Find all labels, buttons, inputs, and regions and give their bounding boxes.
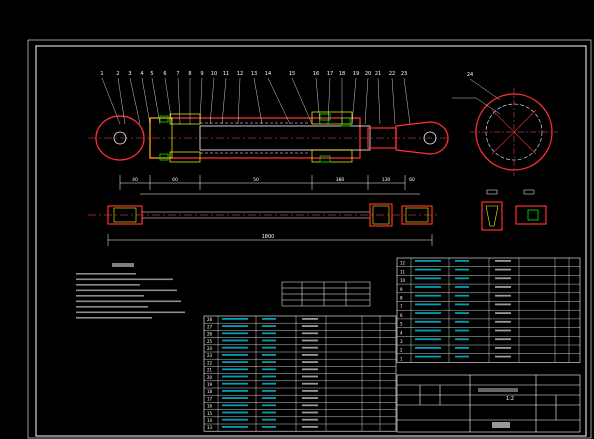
bom-row-23: 23 <box>207 353 213 358</box>
dim-top-4: 130 <box>382 177 391 183</box>
rod-detail-view: 1800 <box>88 203 440 246</box>
bom-row-1: 1 <box>400 356 403 361</box>
balloon-14: 14 <box>265 71 271 77</box>
bom-row-28: 28 <box>207 317 213 322</box>
balloon-17: 17 <box>327 71 333 77</box>
piston-rod <box>199 125 371 151</box>
balloon-5: 5 <box>150 71 153 77</box>
balloon-19: 19 <box>353 71 359 77</box>
bom-row-24: 24 <box>207 346 213 351</box>
bom-table-right: 12 11 10 9 8 7 6 5 4 3 2 1 <box>396 257 581 363</box>
bom-row-19: 19 <box>207 382 213 387</box>
bom-row-5: 5 <box>400 322 403 327</box>
bom-row-15: 15 <box>207 411 213 416</box>
bom-row-6: 6 <box>400 313 403 318</box>
balloon-8: 8 <box>188 71 191 77</box>
balloon-9: 9 <box>200 71 203 77</box>
title-block <box>396 374 581 433</box>
balloon-3: 3 <box>128 71 131 77</box>
bom-row-3: 3 <box>400 339 403 344</box>
sheet-frame <box>27 39 592 439</box>
title-block-scale: 1:2 <box>506 396 514 402</box>
balloon-4: 4 <box>140 71 143 77</box>
spec-table <box>281 281 371 307</box>
bom-row-4: 4 <box>400 330 403 335</box>
left-pin-hole <box>113 131 127 145</box>
right-clevis <box>395 121 449 155</box>
dim-top-3: 380 <box>336 177 345 183</box>
dimension-lines <box>119 175 420 195</box>
dim-top-5: 60 <box>409 177 415 183</box>
bom-row-7: 7 <box>400 304 403 309</box>
dim-top-1: 60 <box>172 177 178 183</box>
balloon-6: 6 <box>163 71 166 77</box>
technical-notes <box>76 263 185 319</box>
balloon-15: 15 <box>289 71 295 77</box>
balloon-2: 2 <box>116 71 119 77</box>
balloon-24: 24 <box>467 72 473 78</box>
balloon-leaders <box>101 77 501 125</box>
bom-row-9: 9 <box>400 287 403 292</box>
balloon-21: 21 <box>375 71 381 77</box>
balloon-13: 13 <box>251 71 257 77</box>
balloon-12: 12 <box>237 71 243 77</box>
bom-row-8: 8 <box>400 296 403 301</box>
bom-row-27: 27 <box>207 324 213 329</box>
hatched-sections <box>149 111 353 163</box>
bom-row-2: 2 <box>400 348 403 353</box>
left-clevis <box>95 115 145 161</box>
bom-row-10: 10 <box>400 278 406 283</box>
bom-row-14: 14 <box>207 418 213 423</box>
bom-row-18: 18 <box>207 389 213 394</box>
bom-row-25: 25 <box>207 339 213 344</box>
bom-row-21: 21 <box>207 368 213 373</box>
bom-row-20: 20 <box>207 375 213 380</box>
balloon-16: 16 <box>313 71 319 77</box>
balloon-18: 18 <box>339 71 345 77</box>
dim-bottom-label: 1800 <box>262 234 275 240</box>
bom-row-26: 26 <box>207 332 213 337</box>
seal-rings <box>159 113 351 163</box>
dim-top-0: 40 <box>132 177 138 183</box>
bom-row-13: 13 <box>207 425 213 430</box>
right-pin-hole <box>423 131 437 145</box>
bom-row-22: 22 <box>207 360 213 365</box>
balloon-7: 7 <box>176 71 179 77</box>
bom-row-17: 17 <box>207 396 213 401</box>
balloon-23: 23 <box>401 71 407 77</box>
dim-top-2: 50 <box>253 177 259 183</box>
bom-row-16: 16 <box>207 404 213 409</box>
bom-row-12: 12 <box>400 261 406 266</box>
dimension-labels: 40 60 50 380 130 60 <box>132 177 415 183</box>
balloon-20: 20 <box>365 71 371 77</box>
balloon-11: 11 <box>223 71 229 77</box>
balloon-1: 1 <box>100 71 103 77</box>
balloon-10: 10 <box>211 71 217 77</box>
section-view-circle <box>452 88 558 176</box>
bom-row-11: 11 <box>400 269 406 274</box>
balloon-22: 22 <box>389 71 395 77</box>
bom-table-left: 28 27 26 25 24 23 22 21 20 19 18 17 16 15 14 13 <box>203 315 397 432</box>
small-detail-views <box>481 189 547 231</box>
